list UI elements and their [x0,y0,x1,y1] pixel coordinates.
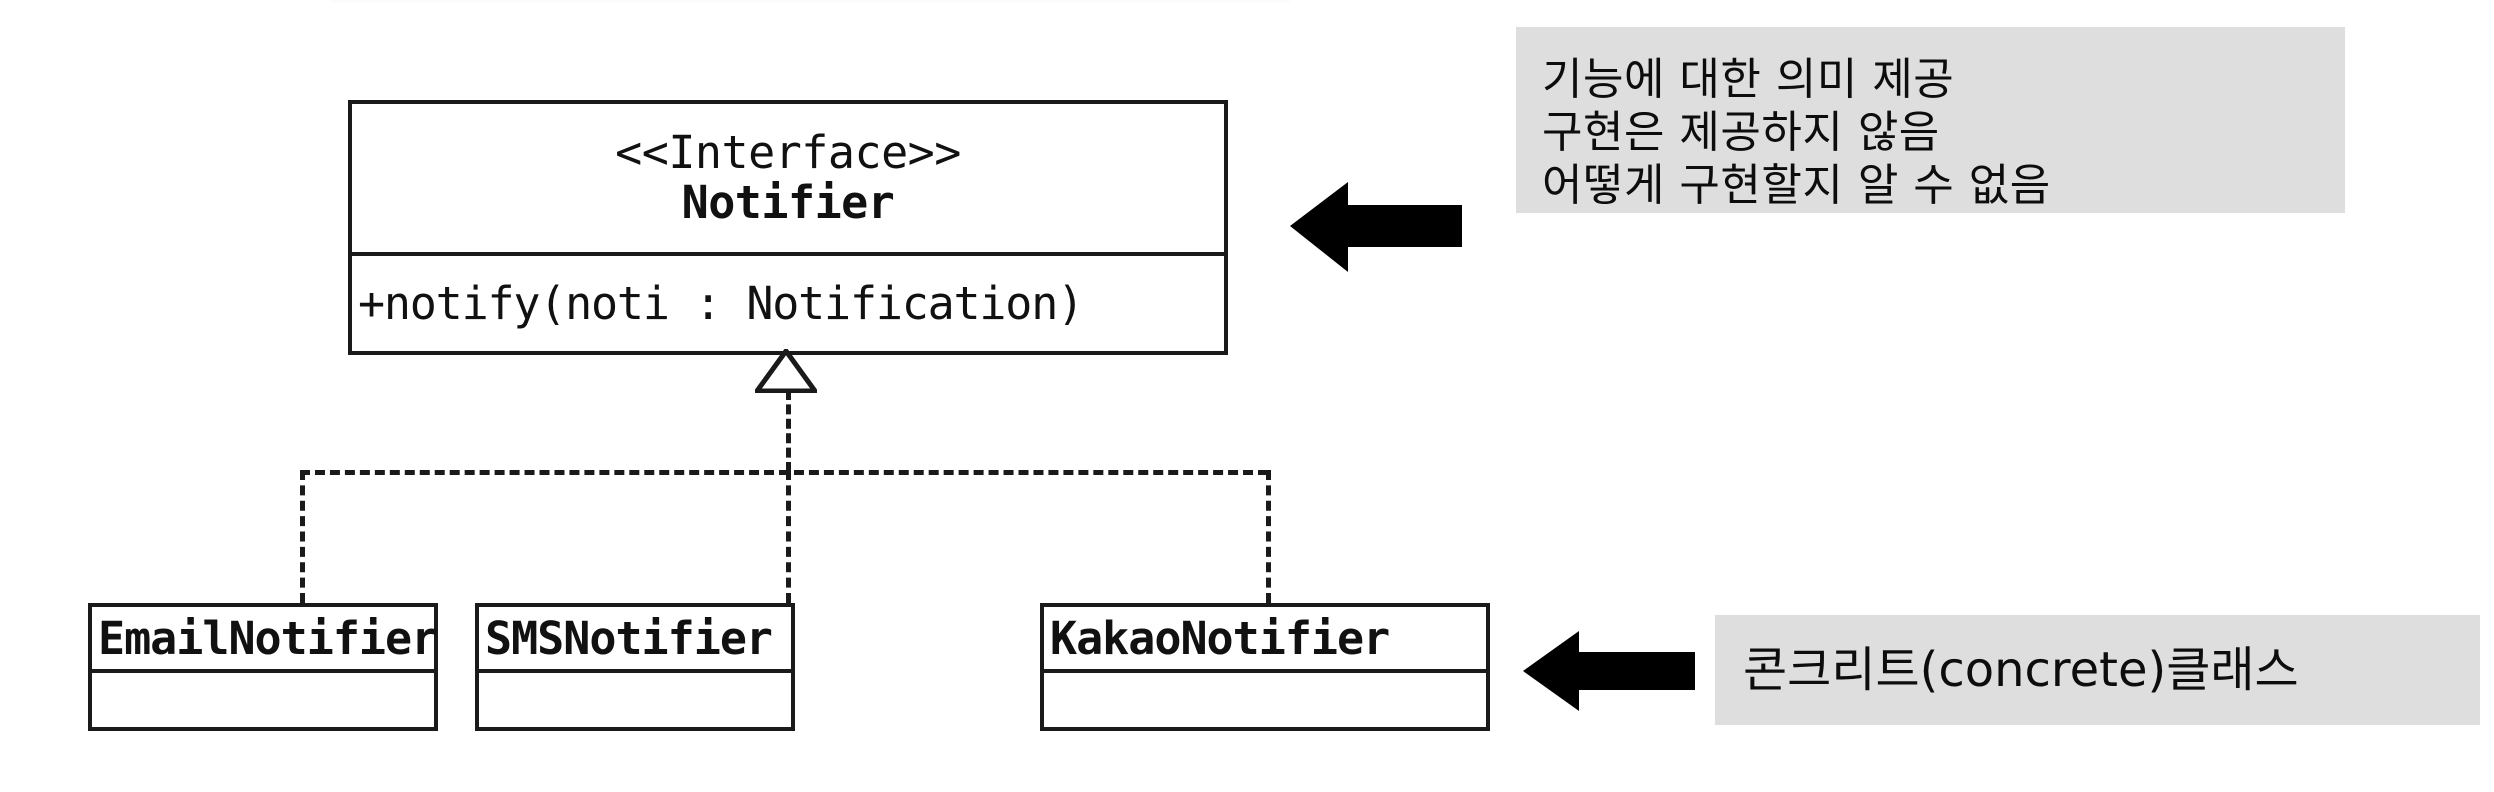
realization-bus-line [300,470,1268,475]
note-line: 어떻게 구현할지 알 수 없음 [1542,160,2051,211]
interface-stereotype-label: <<Interface>> [615,125,961,179]
class-name-smsnotifier: SMSNotifier [479,607,791,669]
interface-method-notify: +notify(noti : Notification) [358,277,1084,330]
class-name-label: KakaoNotifier [1050,611,1390,665]
note-line: 콘크리트(concrete)클래스 [1743,642,2299,698]
class-members-smsnotifier [479,669,791,727]
realization-drop-kakao [1266,470,1271,603]
interface-header-compartment: <<Interface>> Notifier [352,104,1224,252]
realization-drop-email [300,470,305,603]
class-box-kakaonotifier[interactable]: KakaoNotifier [1040,603,1490,731]
realization-stem-line [786,390,791,472]
interface-name-label: Notifier [681,176,895,229]
class-name-label: EmailNotifier [98,611,438,665]
class-name-kakaonotifier: KakaoNotifier [1044,607,1486,669]
class-box-smsnotifier[interactable]: SMSNotifier [475,603,795,731]
class-members-kakaonotifier [1044,669,1486,727]
note-line: 기능에 대한 의미 제공 [1542,54,1955,105]
annotation-note-concrete: 콘크리트(concrete)클래스 [1715,615,2480,725]
note-line: 구현은 제공하지 않음 [1542,107,1940,158]
class-name-label: SMSNotifier [485,611,773,665]
realization-drop-sms [786,470,791,603]
interface-method-compartment: +notify(noti : Notification) [352,252,1224,351]
class-box-emailnotifier[interactable]: EmailNotifier [88,603,438,731]
top-edge-artifact [330,0,1290,3]
arrow-left-icon-interface-note [1290,182,1462,272]
class-name-emailnotifier: EmailNotifier [92,607,438,669]
class-box-notifier-interface[interactable]: <<Interface>> Notifier +notify(noti : No… [348,100,1228,355]
arrow-left-icon-concrete-note [1523,631,1695,711]
annotation-note-interface: 기능에 대한 의미 제공 구현은 제공하지 않음 어떻게 구현할지 알 수 없음 [1516,27,2345,213]
hollow-triangle-icon [755,349,817,393]
class-members-emailnotifier [92,669,434,727]
